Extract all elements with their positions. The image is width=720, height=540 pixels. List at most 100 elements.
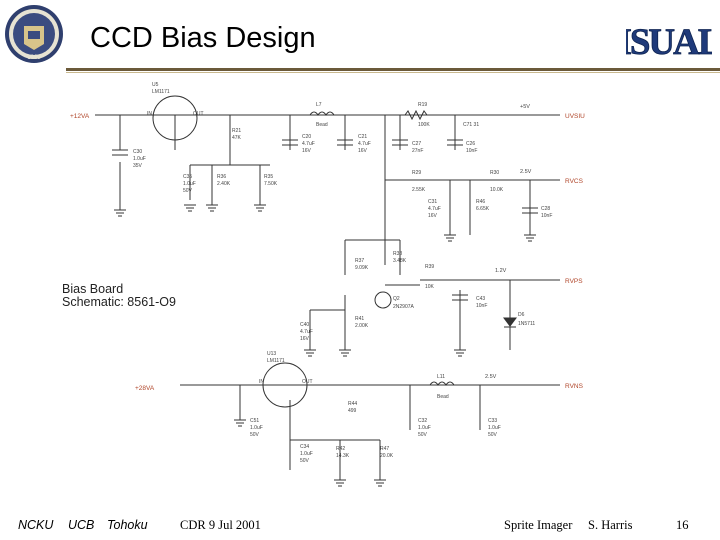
c30-value: 1.0uF	[133, 156, 146, 162]
c40-value: 4.7uF	[300, 329, 313, 335]
c31-voltage: 16V	[428, 213, 438, 219]
slide-title: CCD Bias Design	[90, 22, 316, 54]
port-label-uvsiu: UVSIU	[565, 113, 585, 120]
c34-value: 1.0uF	[300, 451, 313, 457]
c51-voltage: 50V	[250, 432, 260, 438]
r19-value: 100K	[418, 122, 430, 128]
r44-value: 499	[348, 408, 357, 414]
schematic-caption: Bias Board Schematic: 8561-O9	[62, 283, 176, 309]
caption-line-1: Bias Board	[62, 282, 124, 296]
q2-label: Q2	[393, 296, 400, 302]
c33-voltage: 50V	[488, 432, 498, 438]
c27-value: 27nF	[412, 148, 423, 154]
net-label: C71 31	[463, 122, 479, 128]
c20-label: C20	[302, 134, 311, 140]
c21-label: C21	[358, 134, 367, 140]
caption-line-2: Schematic: 8561-O9	[62, 295, 176, 309]
u13-in: IN	[259, 379, 264, 385]
r30-value: 10.0K	[490, 187, 504, 193]
c21-value: 4.7uF	[358, 141, 371, 147]
r36-label: R36	[217, 174, 226, 180]
c43-label: C43	[476, 296, 485, 302]
c31-value: 4.7uF	[428, 206, 441, 212]
footer-ucb: UCB	[68, 518, 95, 532]
footer-tohoku: Tohoku	[107, 518, 148, 532]
c32-value: 1.0uF	[418, 425, 431, 431]
port-label-rvps: RVPS	[565, 278, 583, 285]
d6-part: 1N5711	[518, 321, 535, 327]
d6-label: D6	[518, 312, 525, 318]
r44-label: R44	[348, 401, 357, 407]
c28-value: 10nF	[541, 213, 552, 219]
u5-label: U5	[152, 82, 159, 88]
c30-label: C30	[133, 149, 142, 155]
port-label-rvns: RVNS	[565, 383, 584, 390]
c21-voltage: 16V	[358, 148, 368, 154]
footer-page-number: 16	[676, 518, 689, 532]
r41-value: 2.00K	[355, 323, 369, 329]
c28-label: C28	[541, 206, 550, 212]
r35-label: R35	[264, 174, 273, 180]
u13-part: LM1171	[267, 358, 285, 364]
c26-value: 10nF	[466, 148, 477, 154]
port-label-28va: +28VA	[135, 385, 155, 392]
r42-label: R42	[336, 446, 345, 452]
port-label-rvcs: RVCS	[565, 178, 584, 185]
u5-out: OUT	[193, 111, 204, 117]
u13-out: OUT	[302, 379, 313, 385]
isual-logo: ISUAL	[626, 22, 712, 62]
l11-value: Bead	[437, 394, 449, 400]
r30-label: R30	[490, 170, 499, 176]
r47-value: 20.0K	[380, 453, 394, 459]
footer-cdr-date: CDR 9 Jul 2001	[180, 518, 261, 532]
c26-label: C26	[466, 141, 475, 147]
c27-label: C27	[412, 141, 421, 147]
r37-label: R37	[355, 258, 364, 264]
l11-label: L11	[437, 374, 445, 380]
title-divider	[66, 68, 720, 71]
c35-value: 1.0uF	[183, 181, 196, 187]
c33-value: 1.0uF	[488, 425, 501, 431]
r37-value: 9.09K	[355, 265, 369, 271]
footer-project: Sprite Imager	[504, 518, 573, 532]
isual-logo-text: ISUAL	[626, 22, 712, 62]
c34-voltage: 50V	[300, 458, 310, 464]
u13-label: U13	[267, 351, 276, 357]
c35-label: C35	[183, 174, 192, 180]
r47-label: R47	[380, 446, 389, 452]
u5-in: IN	[147, 111, 152, 117]
c34-label: C34	[300, 444, 309, 450]
r42-value: 14.3K	[336, 453, 350, 459]
r35-value: 7.50K	[264, 181, 278, 187]
c32-voltage: 50V	[418, 432, 428, 438]
l7-value: Bead	[316, 122, 328, 128]
rail-label-5v: +5V	[520, 104, 530, 110]
footer-ncku: NCKU	[18, 518, 54, 532]
r21-label: R21	[232, 128, 241, 134]
r46-value: 6.65K	[476, 206, 490, 212]
c40-label: C40	[300, 322, 309, 328]
r29-value: 2.55K	[412, 187, 426, 193]
university-seal-logo: 1868	[5, 5, 63, 63]
l7-label: L7	[316, 102, 322, 108]
c43-value: 10nF	[476, 303, 487, 309]
r46-label: R46	[476, 199, 485, 205]
c32-label: C32	[418, 418, 427, 424]
c20-value: 4.7uF	[302, 141, 315, 147]
rail-label-2-5v: 2.5V	[520, 169, 532, 175]
rail-label-1-2v: 1.2V	[495, 268, 507, 274]
rail-label-2-5v-lower: 2.5V	[485, 374, 497, 380]
footer-author: S. Harris	[588, 518, 633, 532]
c35-voltage: 50V	[183, 188, 193, 194]
port-label-12va: +12VA	[70, 113, 90, 120]
c20-voltage: 16V	[302, 148, 312, 154]
title-divider-highlight	[66, 72, 720, 73]
c30-voltage: 35V	[133, 163, 143, 169]
r36-value: 2.40K	[217, 181, 231, 187]
r38-label: R38	[393, 251, 402, 257]
c51-label: C51	[250, 418, 259, 424]
c31-label: C31	[428, 199, 437, 205]
r39-label: R39	[425, 264, 434, 270]
q2-part: 2N2907A	[393, 304, 415, 310]
